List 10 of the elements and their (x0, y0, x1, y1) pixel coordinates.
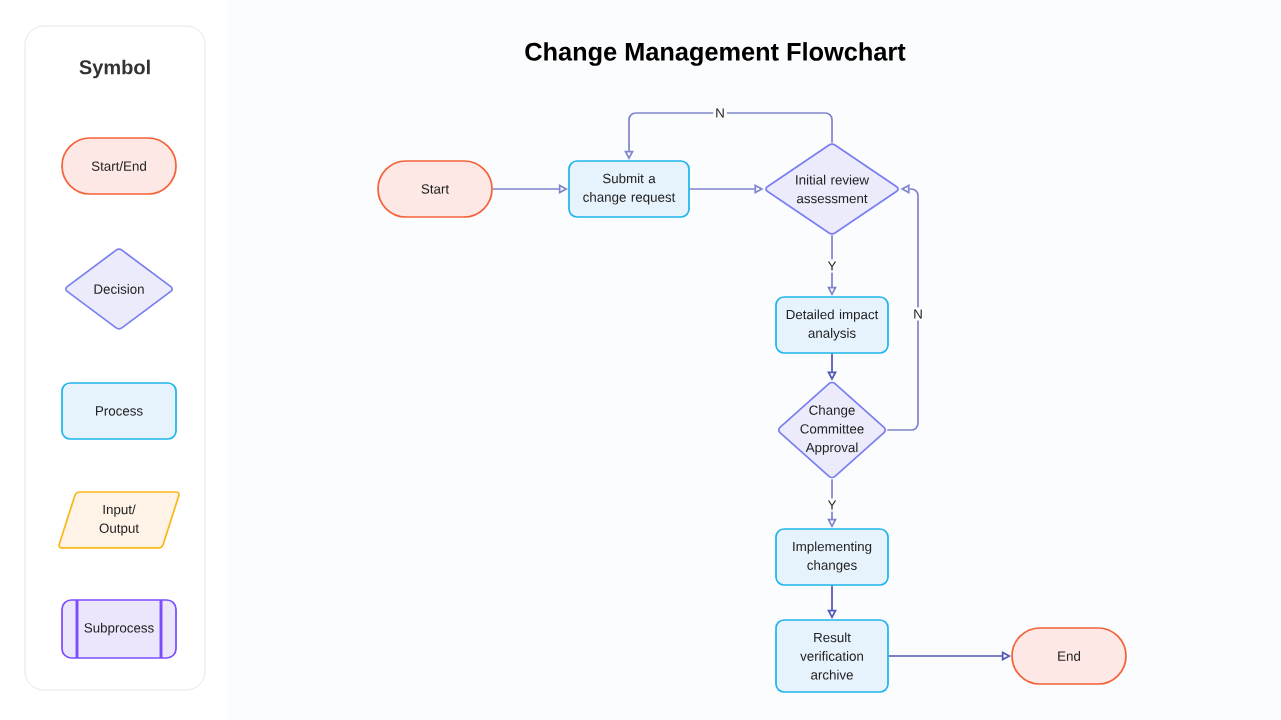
process-box: Process (61, 382, 177, 440)
edge-label: N (713, 106, 727, 120)
process-box: Submit a change request (568, 160, 690, 218)
title: Change Management Flowchart (525, 42, 906, 66)
process-box: Detailed impact analysis (775, 296, 889, 354)
subprocess-box: Subprocess (61, 598, 177, 660)
process-box: Implementing changes (775, 528, 889, 586)
arrow (886, 184, 919, 431)
process-box: Result verification archive (775, 619, 889, 693)
edge-label: N (911, 307, 925, 321)
